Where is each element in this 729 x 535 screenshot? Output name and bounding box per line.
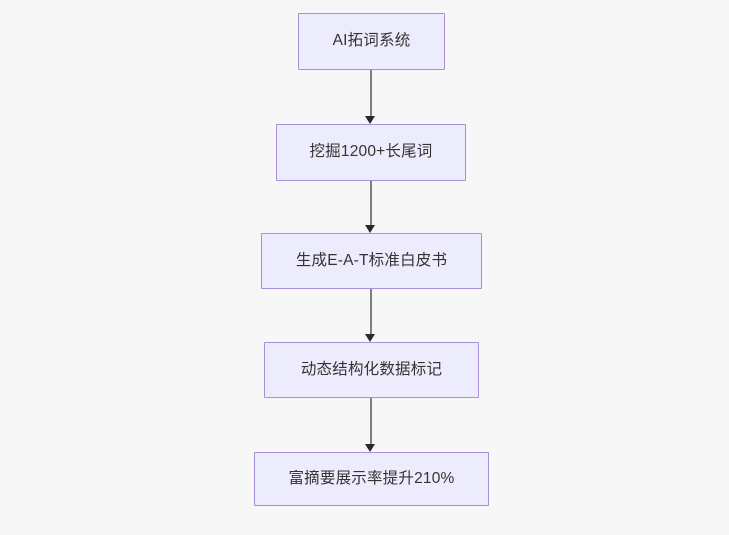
arrowhead-down-icon-4 bbox=[365, 444, 376, 452]
flowchart-node-3-label: 生成E-A-T标准白皮书 bbox=[295, 251, 448, 269]
edge-line-2 bbox=[370, 181, 372, 226]
arrowhead-down-icon-1 bbox=[365, 116, 376, 124]
flowchart-node-1[interactable]: AI拓词系统 bbox=[298, 13, 445, 70]
flowchart-node-3[interactable]: 生成E-A-T标准白皮书 bbox=[261, 233, 482, 289]
arrowhead-down-icon-3 bbox=[365, 334, 376, 342]
flowchart-node-5[interactable]: 富摘要展示率提升210% bbox=[254, 452, 489, 506]
flowchart-node-2[interactable]: 挖掘1200+长尾词 bbox=[276, 124, 466, 181]
flowchart-node-4-label: 动态结构化数据标记 bbox=[300, 360, 443, 378]
arrowhead-down-icon-2 bbox=[365, 225, 376, 233]
flowchart-node-5-label: 富摘要展示率提升210% bbox=[288, 469, 455, 487]
edge-line-1 bbox=[370, 70, 372, 117]
flowchart-node-1-label: AI拓词系统 bbox=[332, 32, 411, 50]
flowchart-node-4[interactable]: 动态结构化数据标记 bbox=[264, 342, 479, 398]
edge-line-4 bbox=[370, 398, 372, 445]
edge-line-3 bbox=[370, 289, 372, 335]
flowchart-node-2-label: 挖掘1200+长尾词 bbox=[309, 143, 433, 161]
